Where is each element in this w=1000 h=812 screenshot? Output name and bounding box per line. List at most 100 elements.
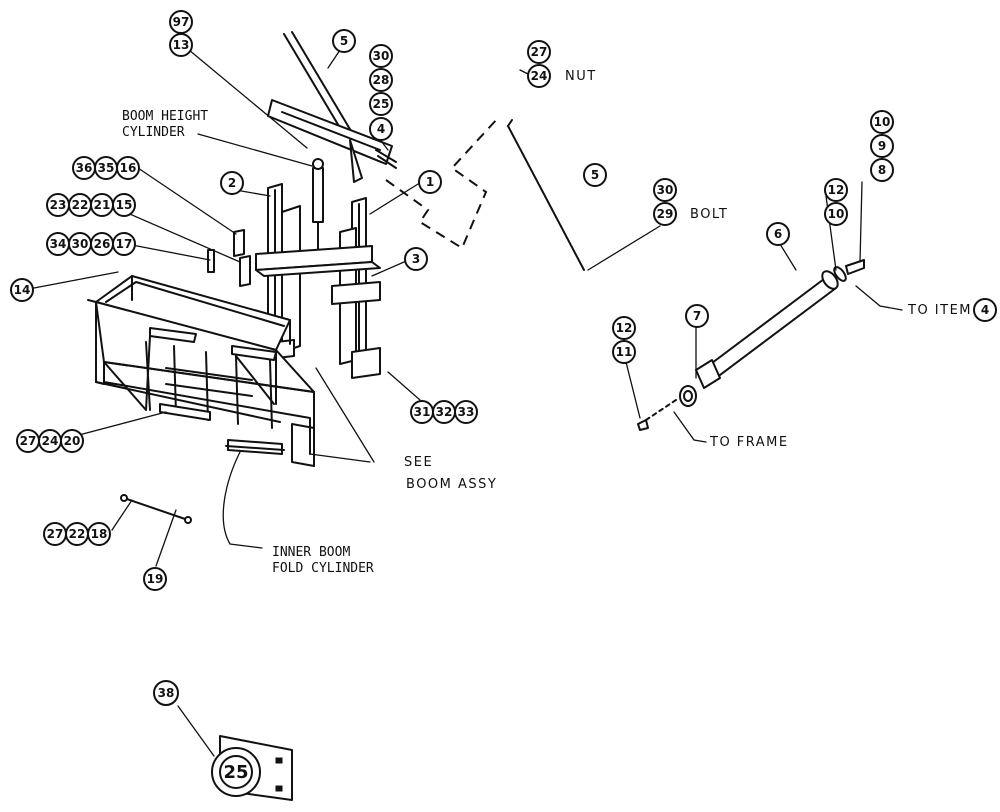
svg-text:2: 2 xyxy=(228,176,236,190)
callout-36: 36 xyxy=(72,156,96,180)
callout-23: 23 xyxy=(46,193,70,217)
tube-part-6 xyxy=(637,259,865,431)
boom-assy-label: BOOM ASSY xyxy=(406,477,497,492)
svg-text:11: 11 xyxy=(616,345,633,359)
callout-10-mid: 10 xyxy=(824,202,848,226)
callout-8: 8 xyxy=(870,158,894,182)
callout-30-upper: 30 xyxy=(369,44,393,68)
callout-16: 16 xyxy=(116,156,140,180)
svg-text:13: 13 xyxy=(173,38,190,52)
svg-text:1: 1 xyxy=(426,175,434,189)
decal-part-38 xyxy=(211,735,293,801)
svg-text:25: 25 xyxy=(373,97,390,111)
svg-text:8: 8 xyxy=(878,163,886,177)
small-parts-15-16-17 xyxy=(207,229,251,287)
callout-26: 26 xyxy=(90,232,114,256)
svg-text:32: 32 xyxy=(436,405,453,419)
callout-12-top: 12 xyxy=(824,178,848,202)
rod-part-5-right xyxy=(507,119,585,271)
callout-35: 35 xyxy=(94,156,118,180)
bolt-label: BOLT xyxy=(690,207,728,222)
callout-4-right: 4 xyxy=(973,298,997,322)
callout-5-right: 5 xyxy=(583,163,607,187)
callout-25: 25 xyxy=(369,92,393,116)
callout-24-frame: 24 xyxy=(38,429,62,453)
svg-text:22: 22 xyxy=(69,527,86,541)
svg-text:22: 22 xyxy=(72,198,89,212)
svg-text:29: 29 xyxy=(657,207,674,221)
callout-30-right: 30 xyxy=(653,178,677,202)
svg-text:17: 17 xyxy=(116,237,133,251)
svg-text:4: 4 xyxy=(377,122,385,136)
svg-text:31: 31 xyxy=(414,405,431,419)
svg-text:20: 20 xyxy=(64,434,81,448)
inner-boom-label-line2: FOLD CYLINDER xyxy=(272,561,374,576)
svg-text:36: 36 xyxy=(76,161,93,175)
callout-38: 38 xyxy=(153,680,179,706)
leader-lines xyxy=(33,44,903,757)
callout-27-top: 27 xyxy=(527,40,551,64)
svg-text:23: 23 xyxy=(50,198,67,212)
svg-text:21: 21 xyxy=(94,198,111,212)
svg-text:12: 12 xyxy=(828,183,845,197)
svg-text:5: 5 xyxy=(340,34,348,48)
callout-29: 29 xyxy=(653,202,677,226)
callout-31: 31 xyxy=(410,400,434,424)
inner-boom-fold-cylinder xyxy=(225,439,285,455)
callout-10-top: 10 xyxy=(870,110,894,134)
callout-15: 15 xyxy=(112,193,136,217)
svg-text:5: 5 xyxy=(591,168,599,182)
svg-text:7: 7 xyxy=(693,309,701,323)
boom-height-label-line1: BOOM HEIGHT xyxy=(122,109,208,124)
callout-4: 4 xyxy=(369,117,393,141)
svg-text:14: 14 xyxy=(14,283,31,297)
nut-label: NUT xyxy=(565,69,597,84)
decal-number: 25 xyxy=(223,762,248,783)
svg-text:12: 12 xyxy=(616,321,633,335)
callout-6: 6 xyxy=(766,222,790,246)
callout-13: 13 xyxy=(169,33,193,57)
callout-32: 32 xyxy=(432,400,456,424)
callout-19: 19 xyxy=(143,567,167,591)
svg-text:27: 27 xyxy=(20,434,37,448)
svg-text:26: 26 xyxy=(94,237,111,251)
svg-text:3: 3 xyxy=(412,252,420,266)
callout-22-mid: 22 xyxy=(68,193,92,217)
callout-17: 17 xyxy=(112,232,136,256)
callout-2: 2 xyxy=(220,171,244,195)
callout-22-bottom: 22 xyxy=(65,522,89,546)
callout-30-left: 30 xyxy=(68,232,92,256)
callout-1: 1 xyxy=(418,170,442,194)
brace-part-5-upper xyxy=(267,31,393,183)
callout-18: 18 xyxy=(87,522,111,546)
svg-text:24: 24 xyxy=(531,69,548,83)
callout-27-frame: 27 xyxy=(16,429,40,453)
svg-text:19: 19 xyxy=(147,572,164,586)
svg-text:35: 35 xyxy=(98,161,115,175)
inner-boom-label-line1: INNER BOOM xyxy=(272,545,350,560)
to-item-label: TO ITEM xyxy=(907,303,972,318)
linkage-part-18-19 xyxy=(120,494,192,524)
callout-12-low: 12 xyxy=(612,316,636,340)
callout-21: 21 xyxy=(90,193,114,217)
callout-3: 3 xyxy=(404,247,428,271)
svg-text:97: 97 xyxy=(173,15,190,29)
callout-24-top: 24 xyxy=(527,64,551,88)
svg-text:33: 33 xyxy=(458,405,475,419)
svg-text:16: 16 xyxy=(120,161,137,175)
boom-height-label-line2: CYLINDER xyxy=(122,125,185,140)
svg-text:4: 4 xyxy=(981,303,989,317)
callout-33: 33 xyxy=(454,400,478,424)
callout-14: 14 xyxy=(10,278,34,302)
callout-27-bottom: 27 xyxy=(43,522,67,546)
callout-20: 20 xyxy=(60,429,84,453)
svg-text:38: 38 xyxy=(158,686,175,700)
callout-5-upper: 5 xyxy=(332,29,356,53)
rod-end-part-4 xyxy=(375,149,397,169)
callout-11: 11 xyxy=(612,340,636,364)
main-frame-part-14 xyxy=(87,275,315,467)
to-frame-label: TO FRAME xyxy=(709,435,789,450)
svg-text:30: 30 xyxy=(657,183,674,197)
see-label: SEE xyxy=(404,455,433,470)
